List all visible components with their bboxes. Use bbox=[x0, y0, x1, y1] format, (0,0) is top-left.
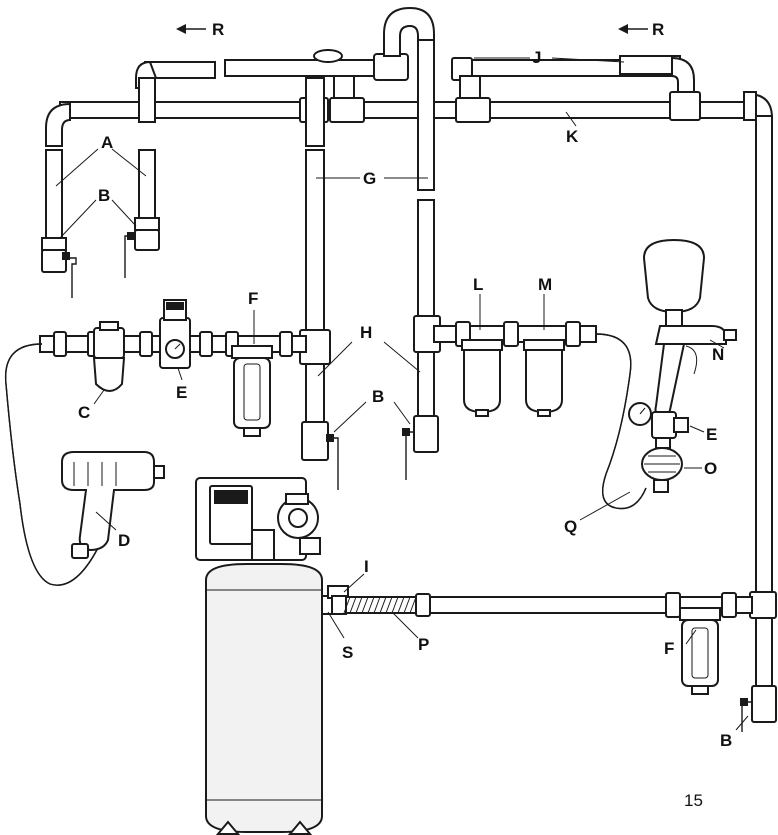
label-l: L bbox=[473, 275, 483, 294]
lubricator-c bbox=[92, 321, 126, 392]
filter-m bbox=[523, 339, 565, 417]
compressor-tank bbox=[205, 563, 323, 833]
right-riser-pipe bbox=[740, 115, 777, 732]
label-j: J bbox=[532, 48, 541, 67]
drop-leg-a-left bbox=[41, 149, 77, 298]
label-e-left: E bbox=[176, 383, 187, 402]
label-r-right: R bbox=[652, 20, 664, 39]
drop-leg-a-right bbox=[124, 77, 160, 278]
label-p: P bbox=[418, 635, 429, 654]
label-i: I bbox=[364, 557, 369, 576]
label-d: D bbox=[118, 531, 130, 550]
label-s: S bbox=[342, 643, 353, 662]
return-arrow-left: R bbox=[176, 20, 224, 39]
label-e-right: E bbox=[706, 425, 717, 444]
label-n: N bbox=[712, 345, 724, 364]
main-header-pipe-k bbox=[45, 91, 773, 147]
air-compressor bbox=[195, 477, 323, 835]
label-a: A bbox=[101, 133, 113, 152]
upper-header-pipe bbox=[135, 6, 695, 99]
label-g: G bbox=[363, 169, 376, 188]
drop-leg-g bbox=[299, 77, 339, 490]
label-f-right: F bbox=[664, 639, 674, 658]
label-b-right: B bbox=[720, 731, 732, 750]
label-r-left: R bbox=[212, 20, 224, 39]
label-m: M bbox=[538, 275, 552, 294]
regulator-e-left bbox=[159, 299, 191, 369]
filter-f-left bbox=[231, 345, 273, 437]
label-b-top: B bbox=[98, 186, 110, 205]
label-k: K bbox=[566, 127, 579, 146]
flexible-hose-p bbox=[343, 596, 417, 614]
page-number: 15 bbox=[684, 791, 703, 810]
spray-gun-n bbox=[642, 238, 737, 418]
impact-wrench-d bbox=[61, 451, 165, 559]
label-c: C bbox=[78, 403, 90, 422]
leader-lines bbox=[55, 57, 749, 731]
air-cleaner-o bbox=[641, 437, 683, 493]
label-b-middle: B bbox=[372, 387, 384, 406]
label-q: Q bbox=[564, 517, 577, 536]
filter-f-right bbox=[679, 607, 721, 695]
label-o: O bbox=[704, 459, 717, 478]
label-h: H bbox=[360, 323, 372, 342]
right-branch-line bbox=[433, 321, 597, 347]
tank-outlet-line bbox=[321, 585, 753, 618]
label-f-left: F bbox=[248, 289, 258, 308]
filter-l bbox=[461, 339, 503, 417]
return-arrow-right: R bbox=[618, 20, 664, 39]
